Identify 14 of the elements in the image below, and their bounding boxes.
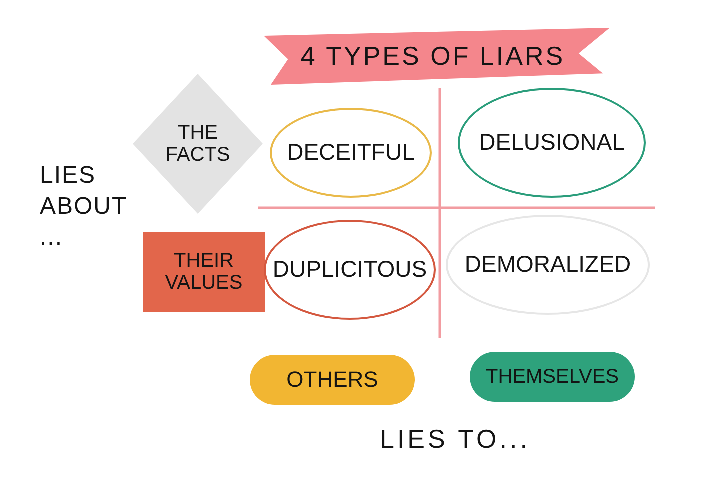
- title: 4 TYPES OF LIARS: [300, 42, 566, 71]
- axis-label: LIES TO...: [380, 424, 532, 456]
- node-label: DUPLICITOUS: [272, 257, 428, 283]
- node-label: THEMSELVES: [486, 366, 619, 388]
- node-label: DECEITFUL: [287, 140, 415, 166]
- category-pill: [250, 355, 415, 405]
- node-label: THEIR VALUES: [164, 250, 244, 294]
- node-label: DELUSIONAL: [479, 130, 625, 156]
- node-label: THE FACTS: [164, 122, 232, 166]
- category-pill: [470, 352, 635, 402]
- node-label: OTHERS: [286, 368, 378, 392]
- axis-label: LIES ABOUT ...: [40, 161, 128, 254]
- node-label: DEMORALIZED: [464, 252, 632, 278]
- category-box: [143, 232, 265, 312]
